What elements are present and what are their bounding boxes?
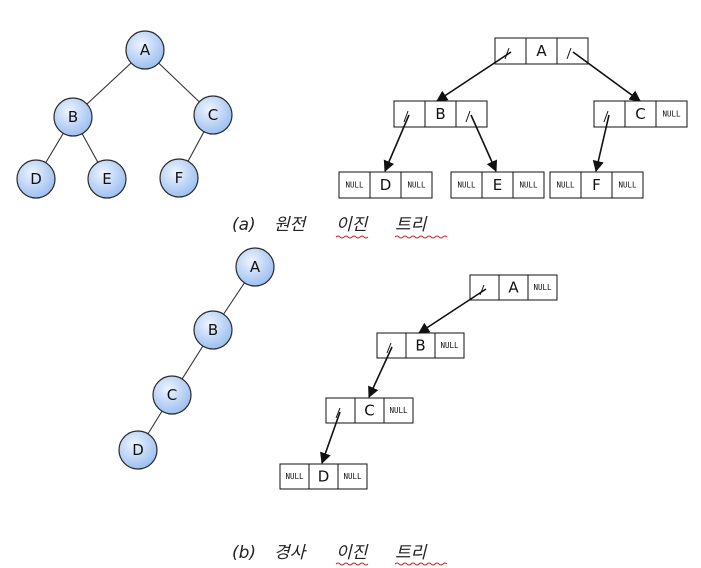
node-label: B xyxy=(68,108,78,126)
node-label: D xyxy=(30,170,42,188)
null-label: NULL xyxy=(343,472,362,481)
linked-a-node-b: B xyxy=(393,100,488,128)
null-label: NULL xyxy=(440,341,459,350)
node-value: C xyxy=(635,105,645,123)
spellcheck-underline xyxy=(335,235,448,239)
tree-b-edges xyxy=(137,266,256,451)
node-label: E xyxy=(102,170,111,188)
caption-b-word-3: 트리 xyxy=(395,543,428,563)
node-value: A xyxy=(508,279,519,297)
tree-a-node-a: A xyxy=(125,30,165,70)
pointer-arrow-c-f xyxy=(592,114,610,173)
tree-b: A B C D xyxy=(118,247,275,470)
node-value: B xyxy=(435,105,445,123)
node-value: F xyxy=(592,176,601,194)
tree-a-node-d: D xyxy=(16,159,56,199)
linked-b-node-c: C NULL xyxy=(325,397,414,424)
tree-b-node-b: B xyxy=(193,310,233,350)
node-label: B xyxy=(208,321,218,339)
linked-b-node-a: A NULL xyxy=(469,274,558,301)
linked-b-node-b: B NULL xyxy=(376,332,465,359)
null-label: NULL xyxy=(618,181,637,190)
null-label: NULL xyxy=(389,406,408,415)
caption-a-word-2: 이진 xyxy=(336,215,369,235)
caption-b: (b) 경사 이진 트리 xyxy=(232,543,448,566)
node-label: D xyxy=(132,441,144,459)
node-value: E xyxy=(493,176,502,194)
tree-b-node-a: A xyxy=(235,247,275,287)
null-label: NULL xyxy=(519,181,538,190)
node-label: F xyxy=(175,169,184,187)
caption-b-prefix: (b) xyxy=(232,543,256,563)
caption-a-prefix: (a) xyxy=(232,215,256,235)
node-value: D xyxy=(318,468,330,486)
null-label: NULL xyxy=(662,110,681,119)
node-label: C xyxy=(167,386,177,404)
pointer-arrow-a-c xyxy=(572,51,641,102)
null-label: NULL xyxy=(556,181,575,190)
linked-b: A NULL B NULL C NULL NULL D NULL xyxy=(279,274,558,490)
pointer-arrow-a-b xyxy=(418,288,487,334)
pointer-arrow-b-e xyxy=(470,114,498,173)
node-value: D xyxy=(380,176,392,194)
node-label: C xyxy=(208,106,218,124)
spellcheck-underline xyxy=(335,562,448,566)
tree-b-node-d: D xyxy=(118,430,158,470)
pointer-arrow-b-d xyxy=(383,114,410,173)
tree-a: A B C D E F xyxy=(16,30,233,199)
tree-b-node-c: C xyxy=(152,375,192,415)
linked-a-node-e: NULL E NULL xyxy=(450,171,545,199)
tree-a-node-e: E xyxy=(87,159,127,199)
pointer-arrow-a-b xyxy=(436,51,512,102)
linked-a: A B C NULL NULL D NULL xyxy=(338,37,688,199)
null-label: NULL xyxy=(457,181,476,190)
null-label: NULL xyxy=(407,181,426,190)
tree-a-node-c: C xyxy=(193,95,233,135)
caption-a-word-3: 트리 xyxy=(395,215,428,235)
node-value: C xyxy=(364,402,374,420)
node-value: B xyxy=(415,337,425,355)
node-label: A xyxy=(140,41,151,59)
caption-a-word-1: 원전 xyxy=(274,215,308,235)
linked-a-node-a: A xyxy=(494,37,589,65)
node-label: A xyxy=(250,258,261,276)
linked-a-node-f: NULL F NULL xyxy=(549,171,644,199)
node-value: A xyxy=(536,42,547,60)
null-label: NULL xyxy=(345,181,364,190)
linked-a-node-d: NULL D NULL xyxy=(338,171,433,199)
null-label: NULL xyxy=(285,472,304,481)
tree-a-node-b: B xyxy=(53,97,93,137)
caption-b-word-2: 이진 xyxy=(336,543,369,563)
null-label: NULL xyxy=(533,283,552,292)
linked-a-node-c: C NULL xyxy=(593,100,688,128)
tree-a-node-f: F xyxy=(159,158,199,198)
caption-b-word-1: 경사 xyxy=(274,543,308,563)
pointer-arrow-b-c xyxy=(368,346,393,399)
linked-b-node-d: NULL D NULL xyxy=(279,463,368,490)
pointer-arrow-c-d xyxy=(320,411,341,465)
caption-a: (a) 원전 이진 트리 xyxy=(232,215,448,239)
